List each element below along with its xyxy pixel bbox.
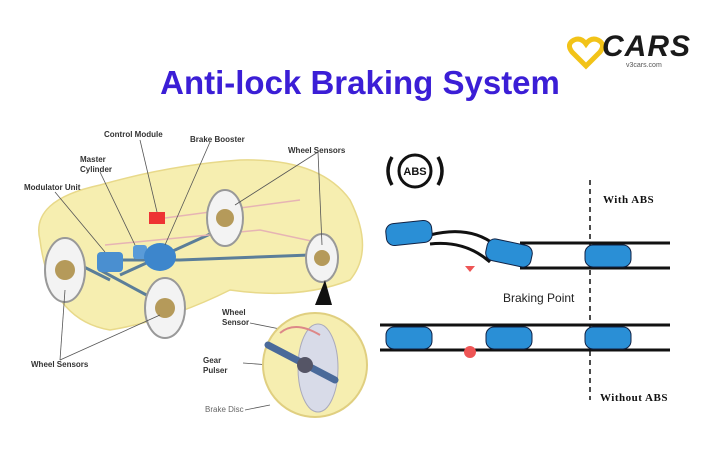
label-brake-disc: Brake Disc (205, 405, 244, 414)
cone-icon (465, 266, 475, 272)
crash-icon (464, 346, 476, 358)
abs-icon-text: ABS (403, 166, 426, 178)
lane-lines (380, 241, 670, 352)
label-modulator-unit: Modulator Unit (24, 183, 81, 192)
cars-logo: CARS v3cars.com (566, 30, 702, 72)
wheel (305, 233, 339, 283)
label-braking-point: Braking Point (503, 291, 575, 305)
car-without-abs (584, 326, 632, 350)
heart-logo-icon (566, 36, 606, 70)
car-with-abs (385, 219, 433, 247)
abs-warning-icon (386, 153, 444, 189)
label-wheel-sensors-bottom: Wheel Sensors (31, 360, 89, 369)
logo-url: v3cars.com (626, 62, 662, 69)
car-without-abs (385, 326, 433, 350)
logo-brand: CARS (602, 30, 692, 63)
label-without-abs: Without ABS (600, 392, 668, 404)
label-brake-booster: Brake Booster (190, 135, 245, 144)
control-module (149, 212, 165, 224)
wheel (44, 237, 86, 303)
car-without-abs (485, 326, 533, 350)
label-wheel-sensor: Wheel Sensor (222, 308, 250, 327)
car-with-abs (584, 244, 632, 268)
label-wheel-sensors-top: Wheel Sensors (288, 146, 346, 155)
brake-booster (144, 243, 176, 271)
car-with-abs (485, 238, 533, 268)
master-cylinder (133, 245, 147, 259)
label-control-module: Control Module (104, 130, 163, 139)
modulator-unit (97, 252, 123, 272)
label-with-abs: With ABS (603, 194, 655, 206)
label-gear-pulser: Gear Pulser (203, 356, 228, 375)
wheel (144, 277, 186, 339)
label-master-cylinder: Master Cylinder (80, 155, 113, 174)
wheel (206, 189, 244, 247)
page-title: Anti-lock Braking System (160, 64, 560, 101)
